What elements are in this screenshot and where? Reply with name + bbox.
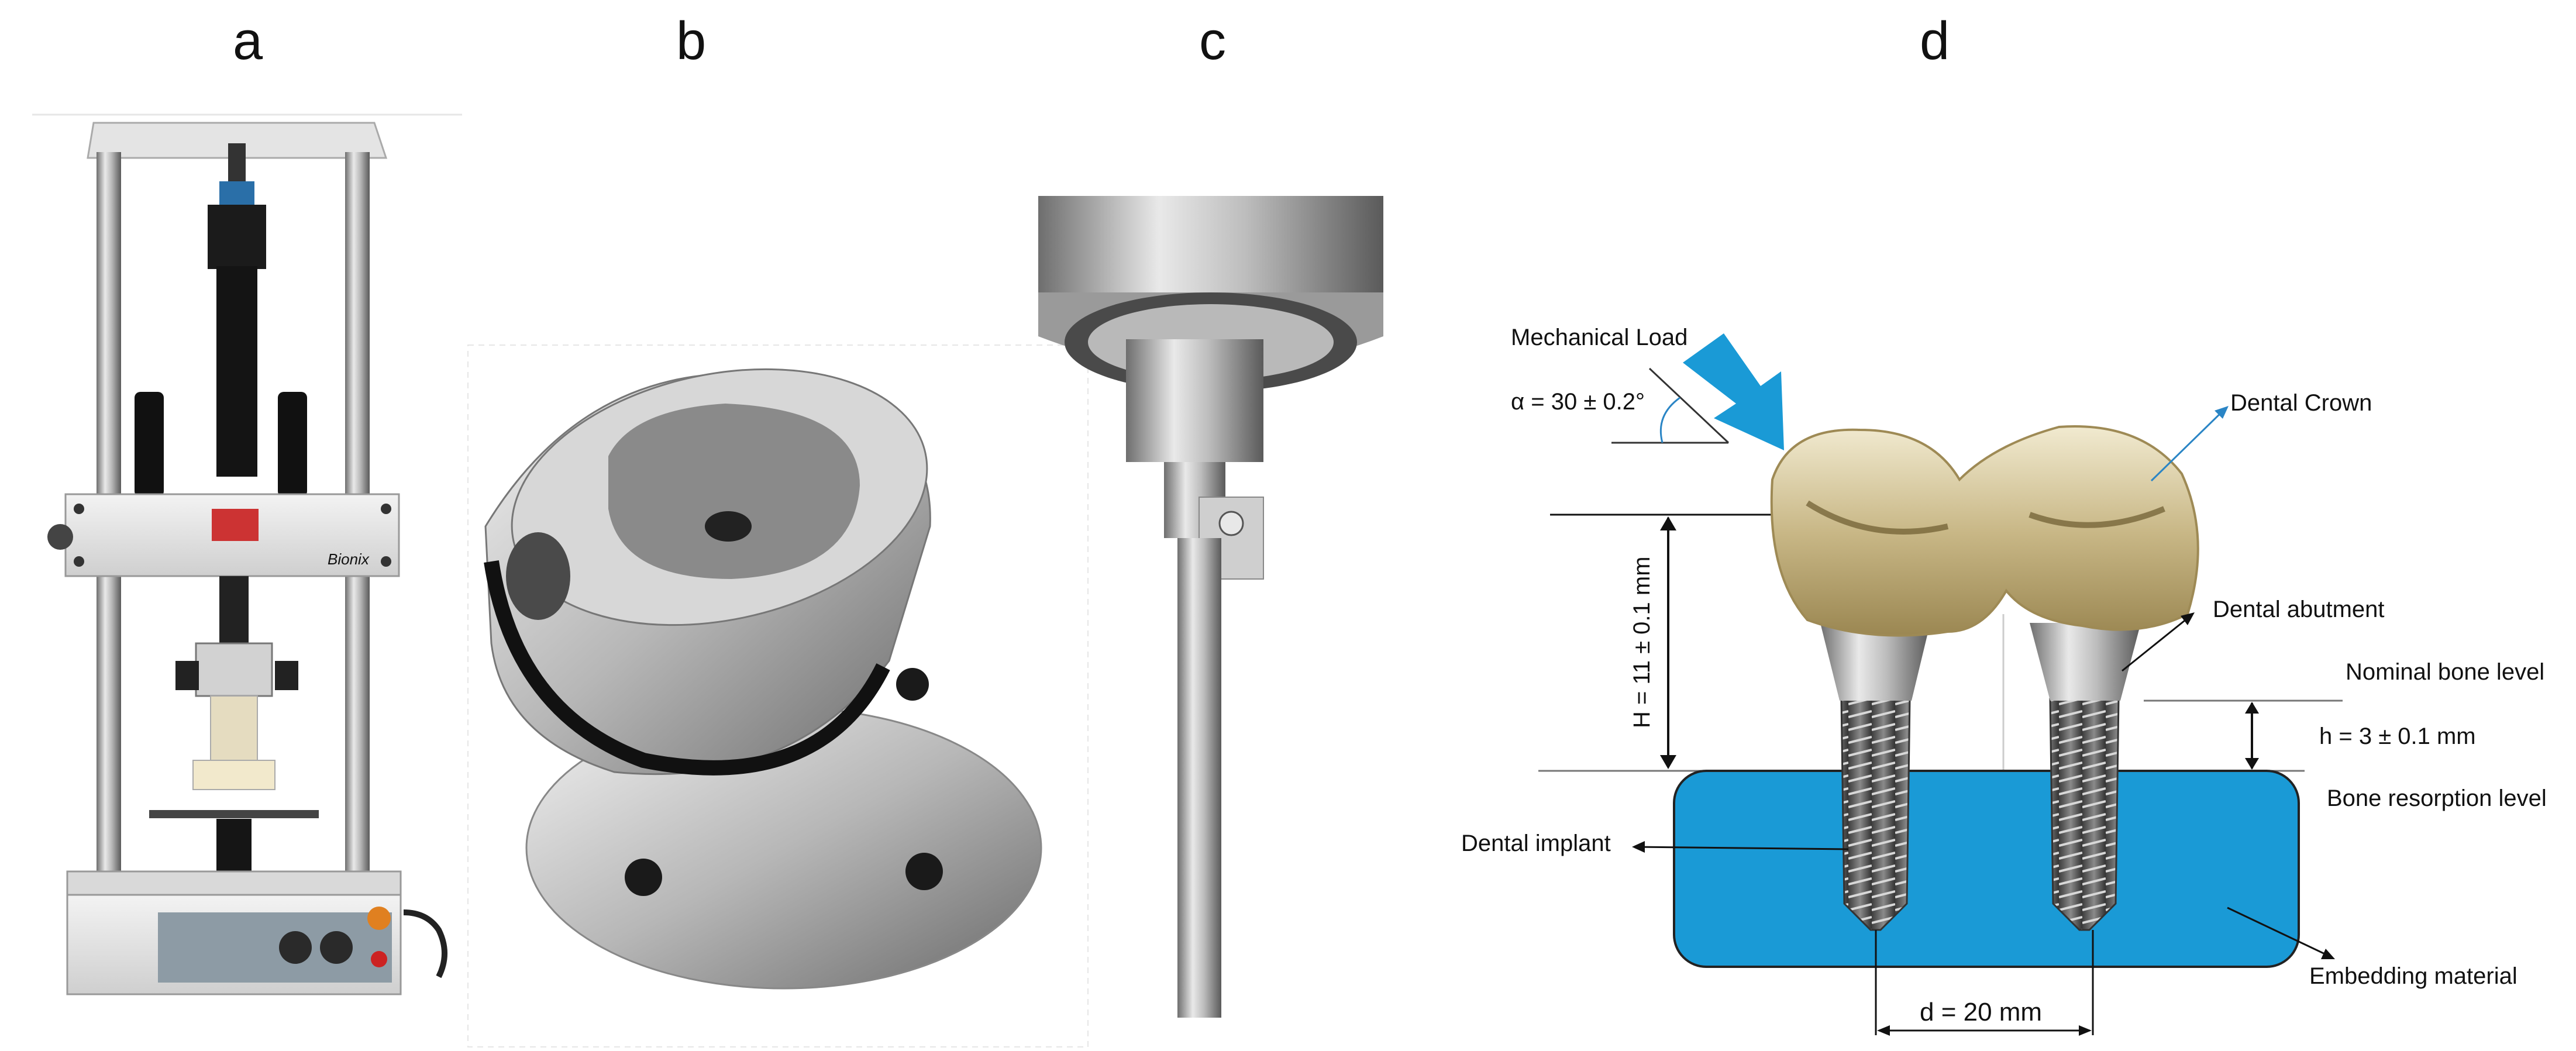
svg-text:Bionix: Bionix xyxy=(328,550,370,568)
angle-label: α = 30 ± 0.2° xyxy=(1511,389,1645,415)
testing-machine-photo: Bionix xyxy=(32,113,462,995)
embedding-material-block xyxy=(1673,770,2300,968)
abutment-left xyxy=(1820,623,1930,701)
embedding-material-label: Embedding material xyxy=(2309,963,2518,989)
panel-letter-b: b xyxy=(676,11,707,71)
dental-crown-label: Dental Crown xyxy=(2230,390,2372,416)
embedding-leader xyxy=(2227,907,2332,958)
dental-implant-label: Dental implant xyxy=(1461,831,1611,856)
h-value-label: h = 3 ± 0.1 mm xyxy=(2319,723,2476,749)
abutment-leader xyxy=(2122,615,2191,672)
implant-right xyxy=(2049,698,2120,931)
bone-resorption-level-label: Bone resorption level xyxy=(2327,785,2547,811)
implant-left xyxy=(1840,698,1911,931)
panel-letter-a: a xyxy=(233,11,263,71)
dental-crown-bridge xyxy=(1770,425,2199,637)
abutment-right xyxy=(2030,623,2141,701)
stylus-photo xyxy=(1038,196,1383,1018)
dental-abutment-label: Dental abutment xyxy=(2213,597,2385,622)
mechanical-load-arrow xyxy=(1683,333,1784,450)
implant-leader xyxy=(1634,846,1849,850)
specimen-diagram xyxy=(1538,333,2343,1036)
crown-leader xyxy=(2150,408,2226,482)
panel-letter-c: c xyxy=(1199,11,1226,71)
nominal-bone-level-label: Nominal bone level xyxy=(2346,659,2544,685)
mechanical-load-label: Mechanical Load xyxy=(1511,325,1688,350)
panel-letter-d: d xyxy=(1920,11,1950,71)
H-value-label: H = 11 ± 0.1 mm xyxy=(1629,556,1655,728)
fixture-photo xyxy=(467,344,1089,1047)
d-value-label: d = 20 mm xyxy=(1920,998,2042,1026)
